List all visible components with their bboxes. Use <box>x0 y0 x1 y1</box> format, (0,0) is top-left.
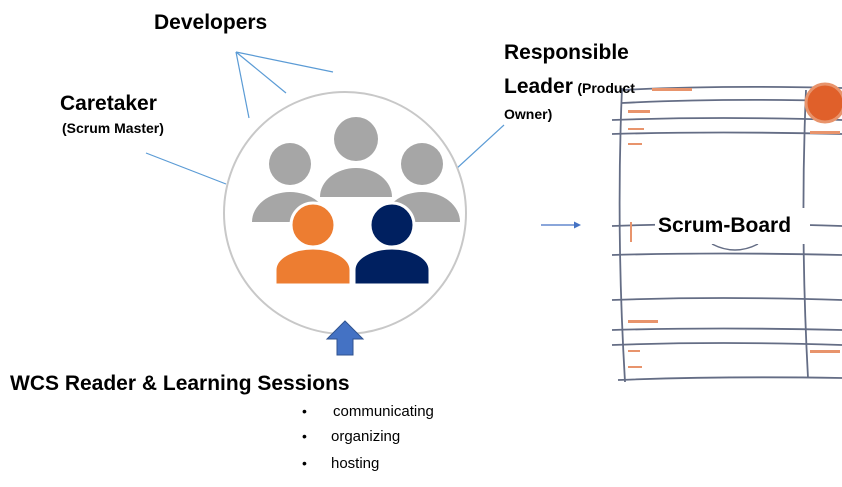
responsible-paren-line1: (Product <box>577 80 635 96</box>
responsible-paren-line2: Owner) <box>504 106 553 122</box>
developers-label: Developers <box>154 11 268 34</box>
responsible-label-line2: Leader <box>504 75 573 98</box>
activity-organizing: organizing <box>331 428 401 445</box>
caretaker-label: Caretaker <box>60 92 157 115</box>
scrum-board-image <box>600 80 842 385</box>
right-arrow-icon <box>541 221 581 229</box>
scrum-board-label: Scrum-Board <box>658 214 792 237</box>
responsible-label-line1: Responsible <box>504 41 629 64</box>
people-group-icon <box>252 117 460 287</box>
sessions-title: WCS Reader & Learning Sessions <box>10 372 350 395</box>
activity-communicating: communicating <box>333 403 434 420</box>
board-badge <box>804 82 842 124</box>
caretaker-pointer-line <box>145 152 227 185</box>
responsible-label-line2-wrap: Leader (Product <box>504 76 635 97</box>
up-arrow-icon <box>325 320 365 356</box>
developer-pointer-lines <box>235 51 334 119</box>
activity-hosting: hosting <box>331 455 380 472</box>
caretaker-sub-label: (Scrum Master) <box>62 120 164 136</box>
